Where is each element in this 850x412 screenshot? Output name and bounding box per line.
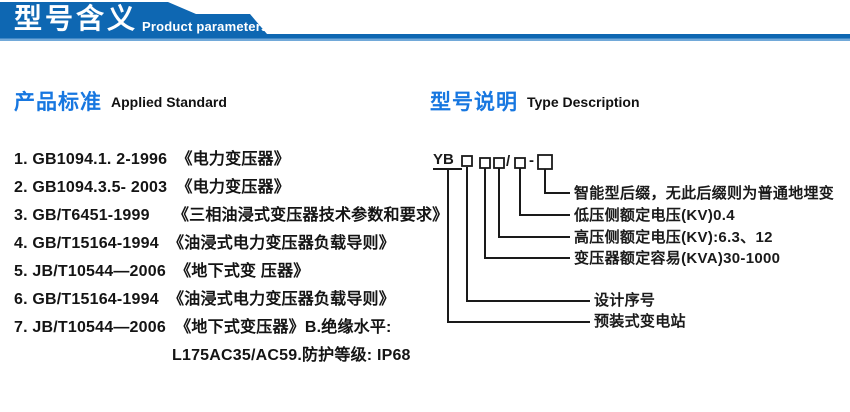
header-banner: 型号含义 Product parameters (0, 0, 850, 44)
code-box-design (461, 155, 473, 167)
label-design-serial: 设计序号 (594, 292, 656, 309)
standard-item-5: 5. JB/T10544—2006 《地下式变 压器》 (14, 263, 310, 280)
code-box-capacity (479, 157, 491, 169)
label-rated-capacity: 变压器额定容易(KVA)30-1000 (574, 250, 781, 267)
label-high-voltage: 高压侧额定电压(KV):6.3、12 (574, 229, 773, 246)
code-box-lv (514, 157, 526, 169)
code-box-hv (493, 157, 505, 169)
standard-item-6: 6. GB/T15164-1994 《油浸式电力变压器负载导则》 (14, 291, 395, 308)
type-description-heading: 型号说明 Type Description (430, 86, 640, 116)
standards-list: 1. GB1094.1. 2-1996 《电力变压器》 2. GB1094.3.… (14, 146, 449, 370)
diagram-connector-lines (433, 154, 590, 323)
label-substation: 预装式变电站 (594, 313, 686, 330)
label-low-voltage: 低压侧额定电压(KV)0.4 (574, 207, 735, 224)
page-title: 型号含义 (14, 3, 139, 34)
dash-separator: - (529, 152, 534, 169)
page-subtitle: Product parameters (142, 19, 269, 34)
model-prefix: YB (433, 151, 454, 168)
standard-item-4: 4. GB/T15164-1994 《油浸式电力变压器负载导则》 (14, 235, 395, 252)
standard-item-7: 7. JB/T10544—2006 《地下式变压器》B.绝缘水平: (14, 319, 392, 336)
model-code-diagram: YB / - 智能型后缀，无此后缀则为普通地埋变 低压侧额定电压(KV)0.4 … (428, 140, 848, 350)
standard-item-3: 3. GB/T6451-1999 《三相油浸式变压器技术参数和要求》 (14, 207, 449, 224)
type-description-heading-cn: 型号说明 (430, 91, 518, 114)
label-smart-suffix: 智能型后缀，无此后缀则为普通地埋变 (574, 185, 835, 202)
applied-standard-heading: 产品标准 Applied Standard (14, 86, 227, 116)
applied-standard-heading-en: Applied Standard (111, 94, 227, 110)
type-description-heading-en: Type Description (527, 94, 640, 110)
standard-item-1: 1. GB1094.1. 2-1996 《电力变压器》 (14, 151, 290, 168)
slash-separator: / (506, 153, 511, 170)
code-box-smart (537, 154, 553, 170)
applied-standard-heading-cn: 产品标准 (14, 91, 102, 114)
standard-item-2: 2. GB1094.3.5- 2003 《电力变压器》 (14, 179, 290, 196)
standard-item-7-continuation: L175AC35/AC59.防护等级: IP68 (172, 347, 411, 364)
banner-shape (0, 2, 850, 41)
